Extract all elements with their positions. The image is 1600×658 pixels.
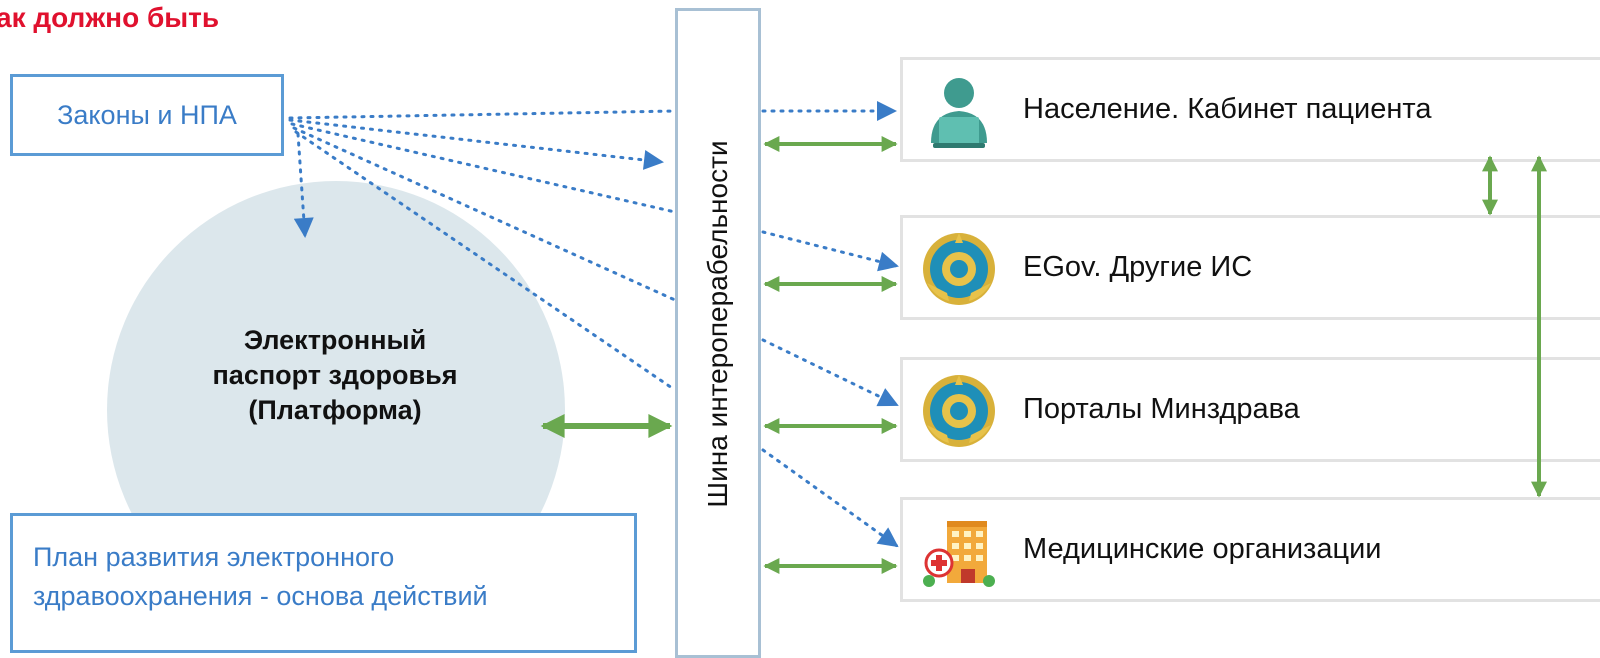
- bus-to-moh-dotted: [761, 338, 899, 407]
- bus-to-medorg-dotted: [761, 448, 899, 548]
- arrows-layer: [288, 101, 1547, 574]
- platform-label-line3: (Платформа): [248, 395, 422, 426]
- bus-to-egov-dotted: [761, 230, 899, 272]
- user-at-laptop-icon: [931, 78, 987, 148]
- platform-label-line1: Электронный: [243, 325, 427, 355]
- page-heading: ак должно быть: [0, 2, 220, 33]
- system-label-moh-portals: Порталы Минздрава: [1023, 393, 1300, 425]
- plan-line1: План развития электронного: [33, 542, 395, 572]
- system-label-medical-orgs: Медицинские организации: [1023, 533, 1382, 565]
- interoperability-bus: [675, 8, 761, 658]
- system-label-population: Население. Кабинет пациента: [1023, 93, 1432, 125]
- laws-link-5: [294, 130, 677, 392]
- platform-label-line2: паспорт здоровья: [212, 360, 458, 391]
- hospital-building-icon: [923, 521, 995, 587]
- laws-box: Законы и НПА: [10, 74, 284, 156]
- laws-link-down: [293, 132, 314, 238]
- kazakhstan-emblem-icon: [923, 233, 995, 305]
- system-card-medical-orgs: Медицинские организации: [900, 497, 1600, 602]
- system-label-egov: EGov. Другие ИС: [1023, 251, 1253, 283]
- laws-link-1: [288, 109, 677, 120]
- system-card-egov: EGov. Другие ИС: [900, 215, 1600, 320]
- kazakhstan-emblem-icon: [923, 375, 995, 447]
- laws-link-4: [292, 126, 677, 302]
- laws-link-3: [290, 122, 677, 214]
- platform-label: Электронный паспорт здоровья (Платформа): [130, 323, 540, 428]
- system-card-moh-portals: Порталы Минздрава: [900, 357, 1600, 462]
- laws-link-2: [288, 118, 664, 170]
- plan-line2: здравоохранения - основа действий: [33, 581, 488, 612]
- laws-label: Законы и НПА: [57, 99, 237, 130]
- system-card-population: Население. Кабинет пациента: [900, 57, 1600, 162]
